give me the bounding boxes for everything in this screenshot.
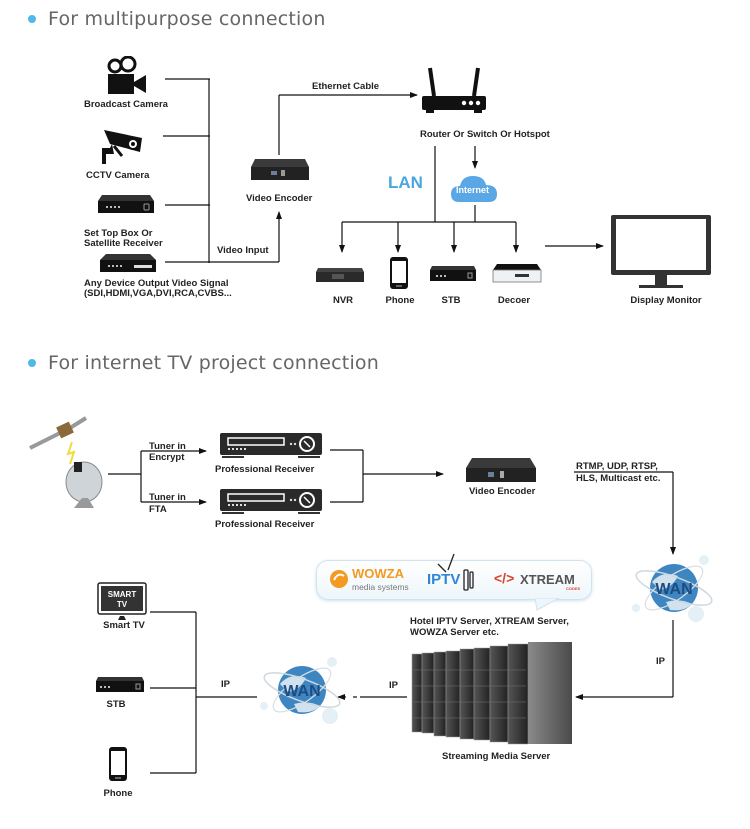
cctv-camera-label: CCTV Camera: [86, 170, 150, 181]
set-top-box-icon: [98, 195, 154, 213]
xtream-logo-subtext: CODES: [566, 586, 581, 591]
ethernet-cable-label: Ethernet Cable: [312, 81, 380, 92]
streaming-media-server-icon: [411, 642, 572, 745]
xtream-logo-text: XTREAM: [520, 572, 575, 587]
cctv-camera-icon: [102, 130, 142, 164]
router-icon: [422, 67, 486, 113]
display-monitor-icon: [611, 215, 711, 288]
bubble-tail: [535, 598, 560, 611]
section-title-text: For internet TV project connection: [48, 352, 379, 374]
wan-text: WAN: [283, 683, 320, 700]
video-input-label: Video Input: [217, 245, 269, 256]
router-label: Router Or Switch Or Hotspot: [420, 129, 550, 140]
section-title-multipurpose: For multipurpose connection: [28, 8, 326, 30]
professional-receiver-icon: [220, 433, 322, 458]
wan-globe-icon: WAN: [260, 657, 341, 724]
phone-icon: [109, 747, 127, 781]
receiver-icon: [100, 254, 156, 272]
video-encoder-label: Video Encoder: [246, 193, 313, 204]
streaming-media-server-label: Streaming Media Server: [442, 751, 551, 762]
internet-label-text: Internet: [456, 185, 490, 195]
bullet-icon: [28, 359, 36, 367]
stb-label: STB: [441, 295, 461, 306]
stb-icon: [430, 266, 476, 281]
satellite-dish-icon: [29, 416, 103, 508]
phone-label: Phone: [385, 295, 415, 306]
set-top-box-label-1: Set Top Box Or: [84, 228, 153, 239]
smart-tv-label: Smart TV: [103, 620, 145, 631]
server-software-bubble: [316, 560, 592, 600]
iptv-logo-text: IPTV: [427, 571, 461, 588]
server-caption-2: WOWZA Server etc.: [410, 627, 499, 638]
nvr-icon: [316, 268, 364, 282]
tuner-fta-label-2: FTA: [149, 504, 167, 515]
iptv-logo-icon: [437, 553, 474, 591]
xtream-logo-bracket: </>: [494, 570, 515, 586]
ip-label-middle: IP: [389, 680, 398, 691]
video-encoder-icon: [251, 159, 309, 180]
phone-client-label: Phone: [103, 788, 133, 799]
set-top-box-label-2: Satellite Receiver: [84, 238, 163, 249]
nvr-label: NVR: [332, 295, 354, 306]
decoder-label: Decoer: [497, 295, 531, 306]
lan-label: LAN: [388, 173, 423, 192]
ip-label-right: IP: [656, 656, 665, 667]
wowza-logo-subtext: media systems: [352, 582, 409, 592]
movie-camera-icon: [107, 56, 146, 94]
tuner-encrypt-label-2: Encrypt: [149, 452, 185, 463]
server-caption-1: Hotel IPTV Server, XTREAM Server,: [410, 616, 569, 627]
smart-tv-screen-text-1: SMART: [108, 590, 137, 599]
wan-globe-icon: WAN: [632, 555, 713, 622]
wowza-logo-text: WOWZA: [352, 566, 404, 581]
professional-receiver-icon: [220, 489, 322, 514]
internet-cloud-icon: [451, 176, 497, 202]
display-monitor-label: Display Monitor: [630, 295, 702, 306]
video-encoder-icon: [466, 458, 536, 482]
section-title-internet-tv: For internet TV project connection: [28, 352, 379, 374]
wowza-logo-icon: [330, 570, 348, 588]
broadcast-camera-label: Broadcast Camera: [84, 99, 168, 110]
phone-icon: [390, 257, 408, 289]
tuner-encrypt-label-1: Tuner in: [149, 441, 186, 452]
smart-tv-icon: SMART TV: [97, 582, 147, 620]
smart-tv-screen-text-2: TV: [117, 600, 128, 609]
ip-label-left: IP: [221, 679, 230, 690]
protocols-label-2: HLS, Multicast etc.: [576, 473, 661, 484]
tuner-fta-label-1: Tuner in: [149, 492, 186, 503]
stb-icon: [96, 677, 144, 692]
any-device-label-1: Any Device Output Video Signal: [84, 278, 229, 289]
professional-receiver-label-2: Professional Receiver: [215, 519, 315, 530]
decoder-icon: [492, 264, 542, 283]
wan-text: WAN: [655, 581, 692, 598]
protocols-label-1: RTMP, UDP, RTSP,: [576, 461, 658, 472]
section-title-text: For multipurpose connection: [48, 8, 326, 30]
any-device-label-2: (SDI,HDMI,VGA,DVI,RCA,CVBS...: [84, 288, 232, 299]
video-encoder-label-2: Video Encoder: [469, 486, 536, 497]
internet-label: Internet: [456, 185, 507, 196]
bullet-icon: [28, 15, 36, 23]
stb-client-label: STB: [106, 699, 126, 710]
professional-receiver-label-1: Professional Receiver: [215, 464, 315, 475]
